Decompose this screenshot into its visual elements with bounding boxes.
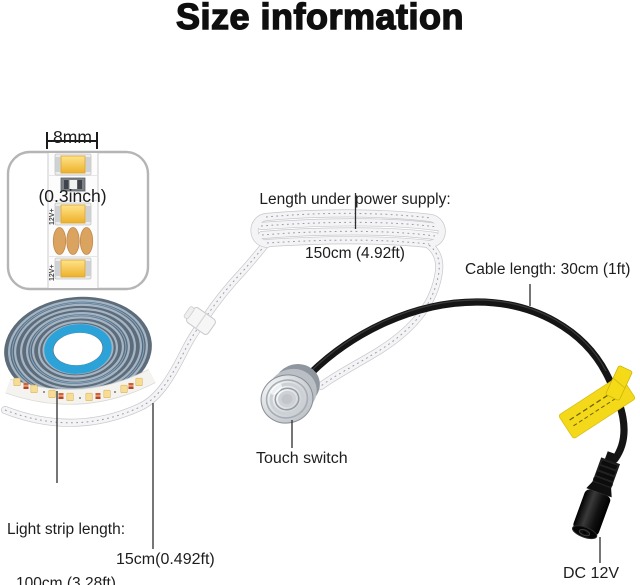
cable-length-label: Cable length: 30cm (1ft) — [465, 261, 631, 278]
voltage-marking: 12V+ — [49, 208, 56, 225]
page-title: Size information — [175, 0, 465, 38]
strip-length-caption: Light strip length: — [6, 521, 126, 538]
strip-length-value: 100cm (3.28ft) — [16, 575, 116, 585]
power-cable-bundle — [250, 209, 446, 390]
inline-connector — [183, 306, 216, 335]
annotation-lines — [56, 193, 601, 563]
power-lead-length-label: Length under power supply: 150cm (4.92ft… — [230, 155, 480, 299]
touch-switch — [260, 364, 320, 424]
resistor-chip — [60, 177, 86, 192]
touch-switch-label: Touch switch — [256, 450, 348, 467]
strip-width-value: 8mm — [53, 127, 92, 147]
power-lead-length-caption: Length under power supply: — [259, 191, 451, 208]
dc-plug-label: DC 12V — [563, 565, 620, 582]
cable-label-tag — [558, 365, 636, 439]
strip-closeup: 12V+ 12V+ — [6, 150, 150, 291]
power-lead-length-value: 150cm (4.92ft) — [305, 245, 405, 262]
strip-width-label: 8mm (0.3inch) — [10, 89, 135, 245]
solder-pads — [52, 227, 94, 255]
strip-front-face — [5, 369, 156, 405]
strip-lead-wire — [1, 241, 269, 427]
strip-length-label: Light strip length: 100cm (3.28ft) — [0, 485, 132, 585]
strip-width-value-inch: (0.3inch) — [38, 185, 107, 206]
led-chip — [54, 202, 92, 226]
dc-plug — [571, 451, 621, 540]
led-chip — [54, 257, 92, 280]
width-bracket-icon — [46, 132, 98, 149]
lead-length-label: 15cm(0.492ft) — [116, 551, 215, 568]
voltage-marking: 12V+ — [49, 264, 56, 281]
led-chip — [54, 153, 92, 176]
coil-core — [53, 332, 103, 366]
